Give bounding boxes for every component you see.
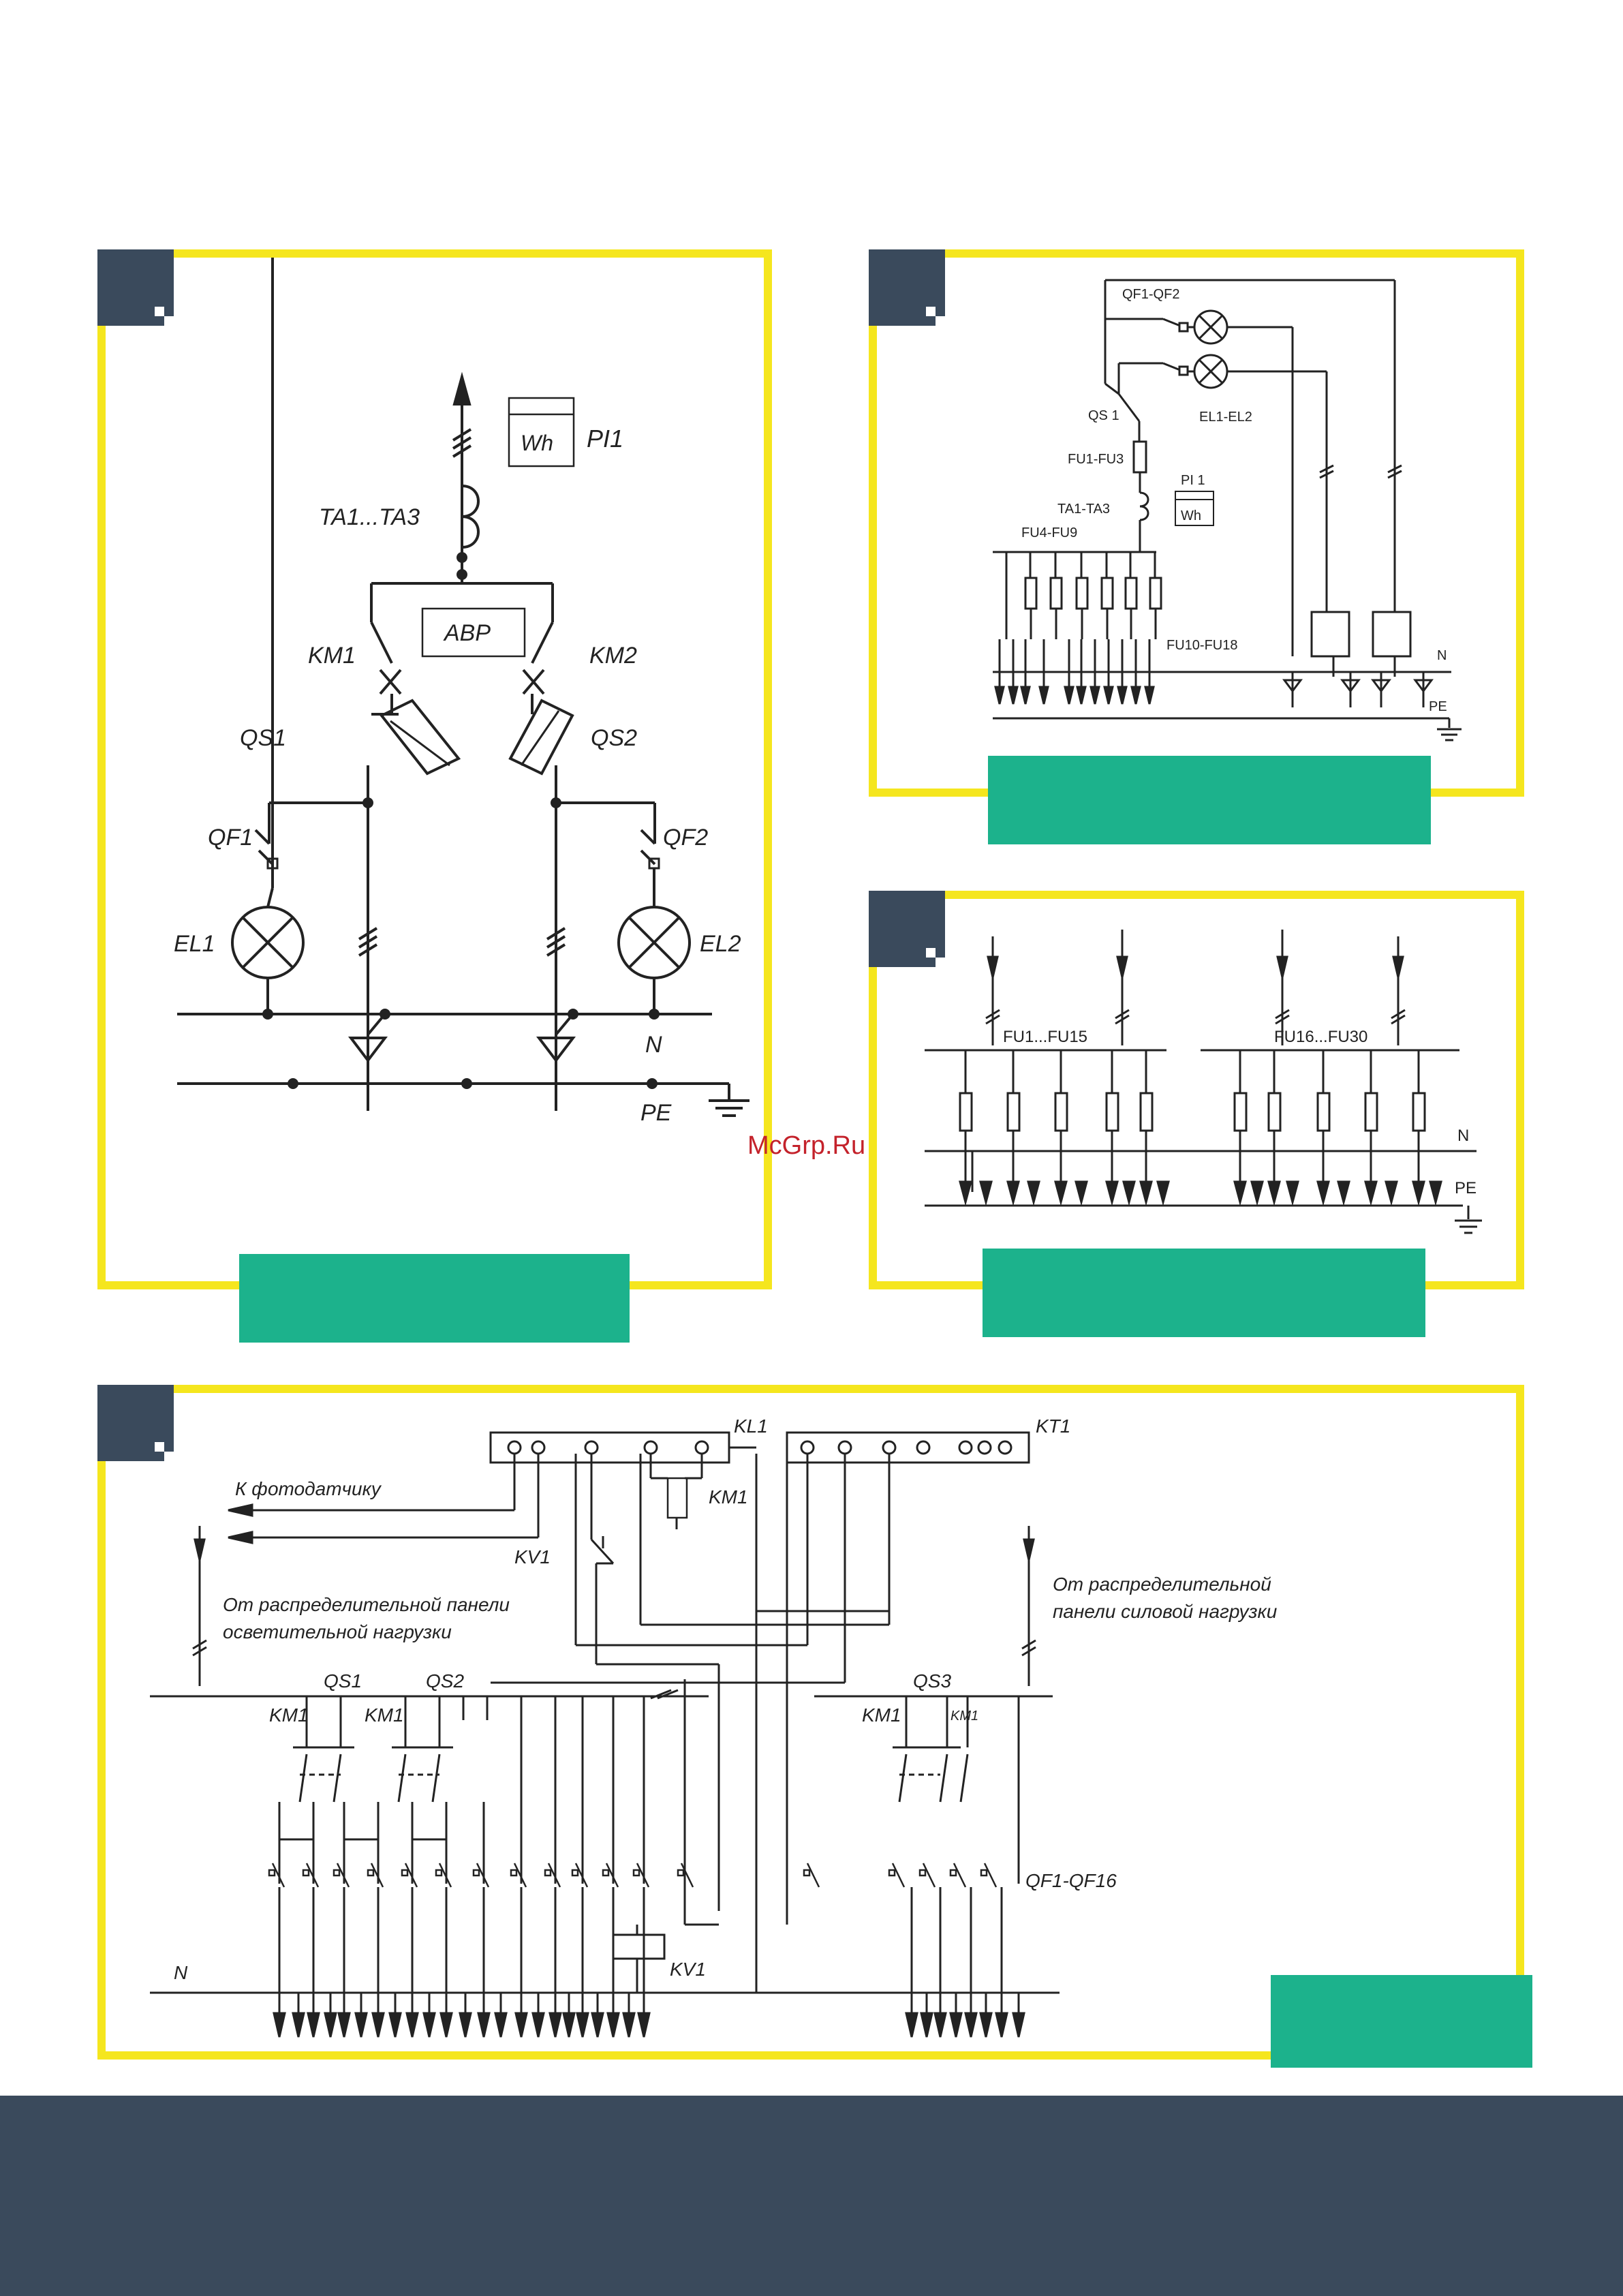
footer-band [0,2096,1623,2296]
ta-label: TA1-TA3 [1057,502,1110,517]
fu49-label: FU4-FU9 [1021,525,1077,540]
kv1-contact-label: KV1 [514,1546,551,1567]
lighting-schematic: QF1-QF2 EL1-EL2 QS 1 FU1-FU3 [993,279,1462,741]
pe-label: PE [1455,1179,1477,1197]
qs2-label: QS2 [426,1670,464,1692]
kl1-label: KL1 [734,1415,768,1437]
qs2-label: QS2 [591,725,637,751]
diagram-panel-fuses: FU1...FU15 FU16...FU30 N [869,891,1524,1337]
km2-label: KM2 [589,643,637,669]
n-label: N [1437,648,1447,663]
qs1-label: QS1 [324,1670,362,1692]
n-label: N [174,1962,188,1983]
km1-b-label: KM1 [365,1704,404,1726]
fuse-schematic: FU1...FU15 FU16...FU30 N [925,930,1482,1234]
photo-label: К фотодатчику [235,1478,382,1499]
qf1-label: QF1 [208,825,253,851]
qf-label: QF1-QF2 [1122,287,1179,302]
meter-label: Wh [521,431,553,455]
meter-name: PI1 [587,425,623,453]
power-line-2: панели силовой нагрузки [1053,1601,1278,1622]
n-label: N [645,1032,662,1058]
qf2-label: QF2 [663,825,708,851]
watermark: McGrp.Ru [747,1131,866,1160]
corner-badge [869,891,945,967]
kv1-coil-label: KV1 [670,1959,706,1980]
pe-label: PE [640,1100,672,1126]
km1-label: KM1 [308,643,356,669]
km1-coil-label: KM1 [709,1486,748,1507]
power-line-1: От распределительной [1053,1574,1271,1595]
caption-bar [1271,1975,1532,2068]
qs1-label: QS1 [240,725,286,751]
ct-label: TA1...TA3 [319,504,420,530]
n-label: N [1457,1127,1469,1145]
qs-label: QS 1 [1088,408,1119,423]
avr-schematic: Wh PI1 TA1...TA3 АВР KM1 KM2 QS1 QS2 [174,258,749,1126]
pe-label: PE [1429,699,1447,714]
wh-label: Wh [1181,508,1201,523]
km1-d-label: KM1 [950,1709,978,1724]
diagram-panel-control: KL1 KT1 К фотодатчику KM1 KV1 [97,1385,1532,2068]
diagram-panel-lighting: QF1-QF2 EL1-EL2 QS 1 FU1-FU3 [869,249,1524,844]
caption-bar [983,1249,1425,1337]
caption-bar [988,756,1431,844]
fuse-columns [1005,552,1162,639]
fu13-label: FU1-FU3 [1068,452,1124,467]
el1-label: EL1 [174,931,215,957]
light-line-1: От распределительной панели [223,1594,510,1615]
diagram-panel-avr: Wh PI1 TA1...TA3 АВР KM1 KM2 QS1 QS2 [97,249,772,1343]
pi-label: PI 1 [1181,473,1205,488]
fu2-label: FU16...FU30 [1274,1028,1367,1046]
light-line-2: осветительной нагрузки [223,1621,452,1642]
qs3-label: QS3 [913,1670,951,1692]
kt1-label: KT1 [1036,1415,1070,1437]
qf-label: QF1-QF16 [1025,1870,1117,1891]
avr-label: АВР [443,620,491,646]
corner-badge [869,249,945,326]
el-label: EL1-EL2 [1199,410,1252,425]
km1-c-label: KM1 [862,1704,901,1726]
corner-badge [97,249,174,326]
control-schematic: KL1 KT1 К фотодатчику KM1 KV1 [150,1415,1278,2038]
fu1-label: FU1...FU15 [1003,1028,1087,1046]
km1-a-label: KM1 [269,1704,309,1726]
caption-bar [239,1254,630,1343]
corner-badge [97,1385,174,1461]
fu1018-label: FU10-FU18 [1166,638,1237,653]
el2-label: EL2 [700,931,741,957]
